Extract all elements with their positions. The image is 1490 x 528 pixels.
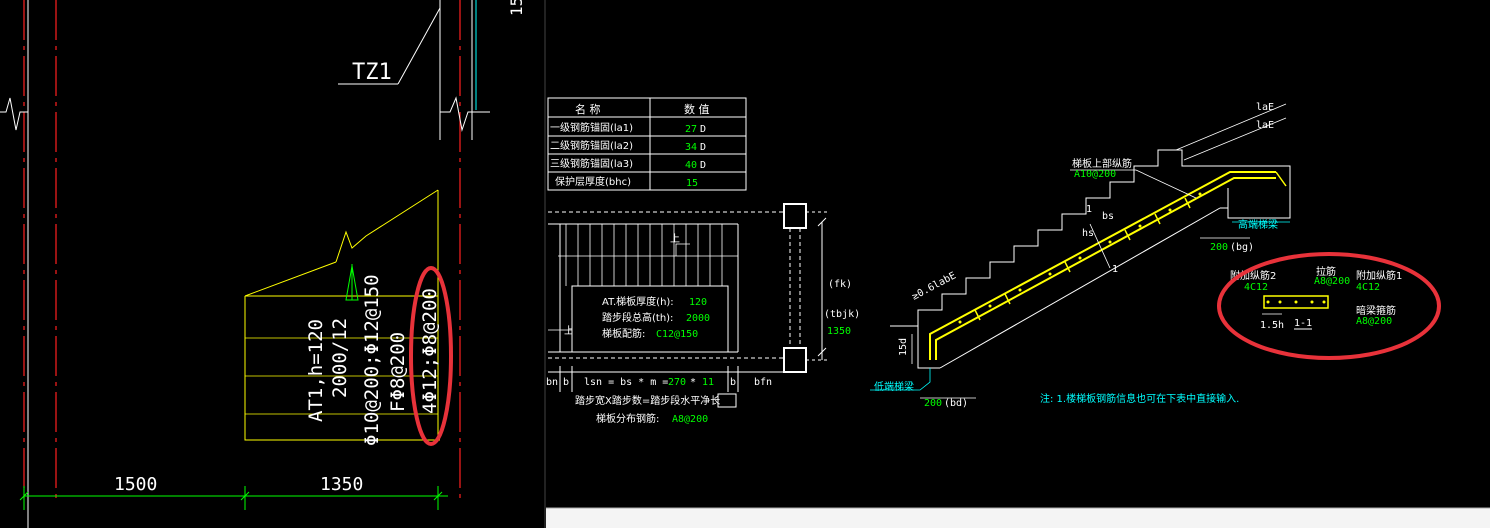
table-row-value: 34: [685, 142, 697, 153]
detail-section-mark: 1-1: [1294, 318, 1312, 329]
table-row-unit: D: [700, 124, 706, 135]
plan-up-mark: 上: [564, 325, 574, 337]
tz-label: TZ1: [352, 60, 392, 85]
section-bg-value: 200: [1210, 242, 1228, 253]
plan-formula-a: lsn = bs * m =: [584, 377, 668, 388]
section-upper-bar-value: A10@200: [1074, 169, 1116, 180]
section-lae-top: laE: [1256, 102, 1274, 113]
bottom-strip: [546, 508, 1490, 528]
table-row-unit: D: [700, 142, 706, 153]
plan-thickness-label: AT.梯板厚度(h):: [602, 295, 674, 308]
section-abe: ≥0.6labE: [910, 270, 958, 302]
table-row-name: 二级钢筋锚固(la2): [550, 139, 633, 152]
note-2000-12: 2000/12: [329, 318, 351, 398]
table-header-name: 名 称: [575, 102, 601, 116]
plan-caption: 踏步宽X踏步数=踏步段水平净长: [575, 394, 720, 407]
section-lae-2: laE: [1256, 120, 1274, 131]
section-bs: bs: [1102, 211, 1114, 222]
table-row-name: 三级钢筋锚固(la3): [550, 157, 633, 170]
table-header-value: 数 值: [684, 103, 710, 116]
note-4phi12: 4Φ12;Φ8@200: [419, 288, 441, 414]
plan-bn: bn: [546, 377, 558, 388]
section-one-a: 1: [1086, 204, 1092, 215]
detail-1-5h: 1.5h: [1260, 320, 1284, 331]
plan-bfn: bfn: [754, 377, 772, 388]
table-row-value: 27: [685, 124, 697, 135]
note-rebar: Φ10@200;Φ12@150: [361, 274, 383, 446]
plan-formula-count: 11: [702, 377, 714, 388]
section-one-b: 1: [1112, 264, 1118, 275]
highlight-ellipse-left: [409, 266, 453, 446]
plan-tbjk-value: 1350: [827, 326, 851, 337]
table-row-value: 15: [686, 178, 698, 189]
plan-fk: (fk): [828, 279, 852, 290]
note-at1: AT1,h=120: [305, 319, 327, 422]
plan-b-right: b: [730, 377, 736, 388]
detail-hidden-beam: 暗梁箍筋: [1356, 304, 1396, 317]
drawing-note: 注: 1.楼梯板钢筋信息也可在下表中直接输入.: [1040, 392, 1239, 405]
plan-formula-b: *: [690, 377, 696, 388]
highlight-ellipse-right: [1217, 252, 1441, 360]
plan-rebar-value: C12@150: [656, 329, 698, 340]
note-f8: FΦ8@200: [387, 332, 409, 412]
section-high-beam: 高端梯梁: [1238, 218, 1278, 231]
stair-plan: 上 上 AT.梯板厚度(h): 120 踏步段总高(th): 2000 梯板配筋…: [546, 203, 860, 425]
detail-hidden-value: A8@200: [1356, 316, 1392, 327]
detail-add1-label: 附加纵筋1: [1356, 269, 1402, 282]
section-hs: hs: [1082, 228, 1094, 239]
table-row-value: 40: [685, 160, 697, 171]
plan-formula-value: 270: [668, 377, 686, 388]
detail-add1-value: 4C12: [1356, 282, 1380, 293]
plan-dist-label: 梯板分布钢筋:: [596, 412, 659, 425]
plan-rebar-label: 梯板配筋:: [602, 327, 645, 340]
table-row-unit: D: [700, 160, 706, 171]
section-bg-label: (bg): [1230, 242, 1254, 253]
dim-1500: 1500: [114, 474, 157, 495]
detail-tie-value: A8@200: [1314, 276, 1350, 287]
section-low-beam: 低端梯梁: [874, 380, 914, 393]
plan-thickness-value: 120: [689, 297, 707, 308]
stair-section: laE laE 梯板上部纵筋 A10@200 高端梯梁 bs hs 1 1 20…: [870, 102, 1291, 409]
section-bd-value: 200: [924, 398, 942, 409]
section-bd-label: (bd): [944, 398, 968, 409]
dim-1350: 1350: [320, 474, 363, 495]
section-upper-bar-label: 梯板上部纵筋: [1072, 157, 1132, 170]
plan-height-value: 2000: [686, 313, 710, 324]
plan-up-mark: 上: [670, 233, 680, 245]
table-row-name: 一级钢筋锚固(la1): [550, 121, 633, 134]
top-dim-150: 150: [507, 0, 526, 16]
plan-tbjk: (tbjk): [824, 309, 860, 320]
plan-b-left: b: [563, 377, 569, 388]
table-row-name: 保护层厚度(bhc): [555, 175, 631, 188]
detail-add2-value: 4C12: [1244, 282, 1268, 293]
detail-tie-label: 拉筋: [1316, 265, 1336, 278]
left-panel: TZ1 150 AT1,h=120 2000/12 Φ10@200;Φ12@15…: [0, 0, 545, 528]
detail-1-1: 附加纵筋2 4C12 拉筋 A8@200 附加纵筋1 4C12 暗梁箍筋 A8@…: [1217, 252, 1441, 360]
section-15d: 15d: [898, 338, 909, 356]
parameter-table: 名 称 数 值 一级钢筋锚固(la1) 27 D 二级钢筋锚固(la2) 34 …: [547, 97, 747, 191]
plan-height-label: 踏步段总高(th):: [602, 311, 673, 324]
plan-dist-value: A8@200: [672, 414, 708, 425]
